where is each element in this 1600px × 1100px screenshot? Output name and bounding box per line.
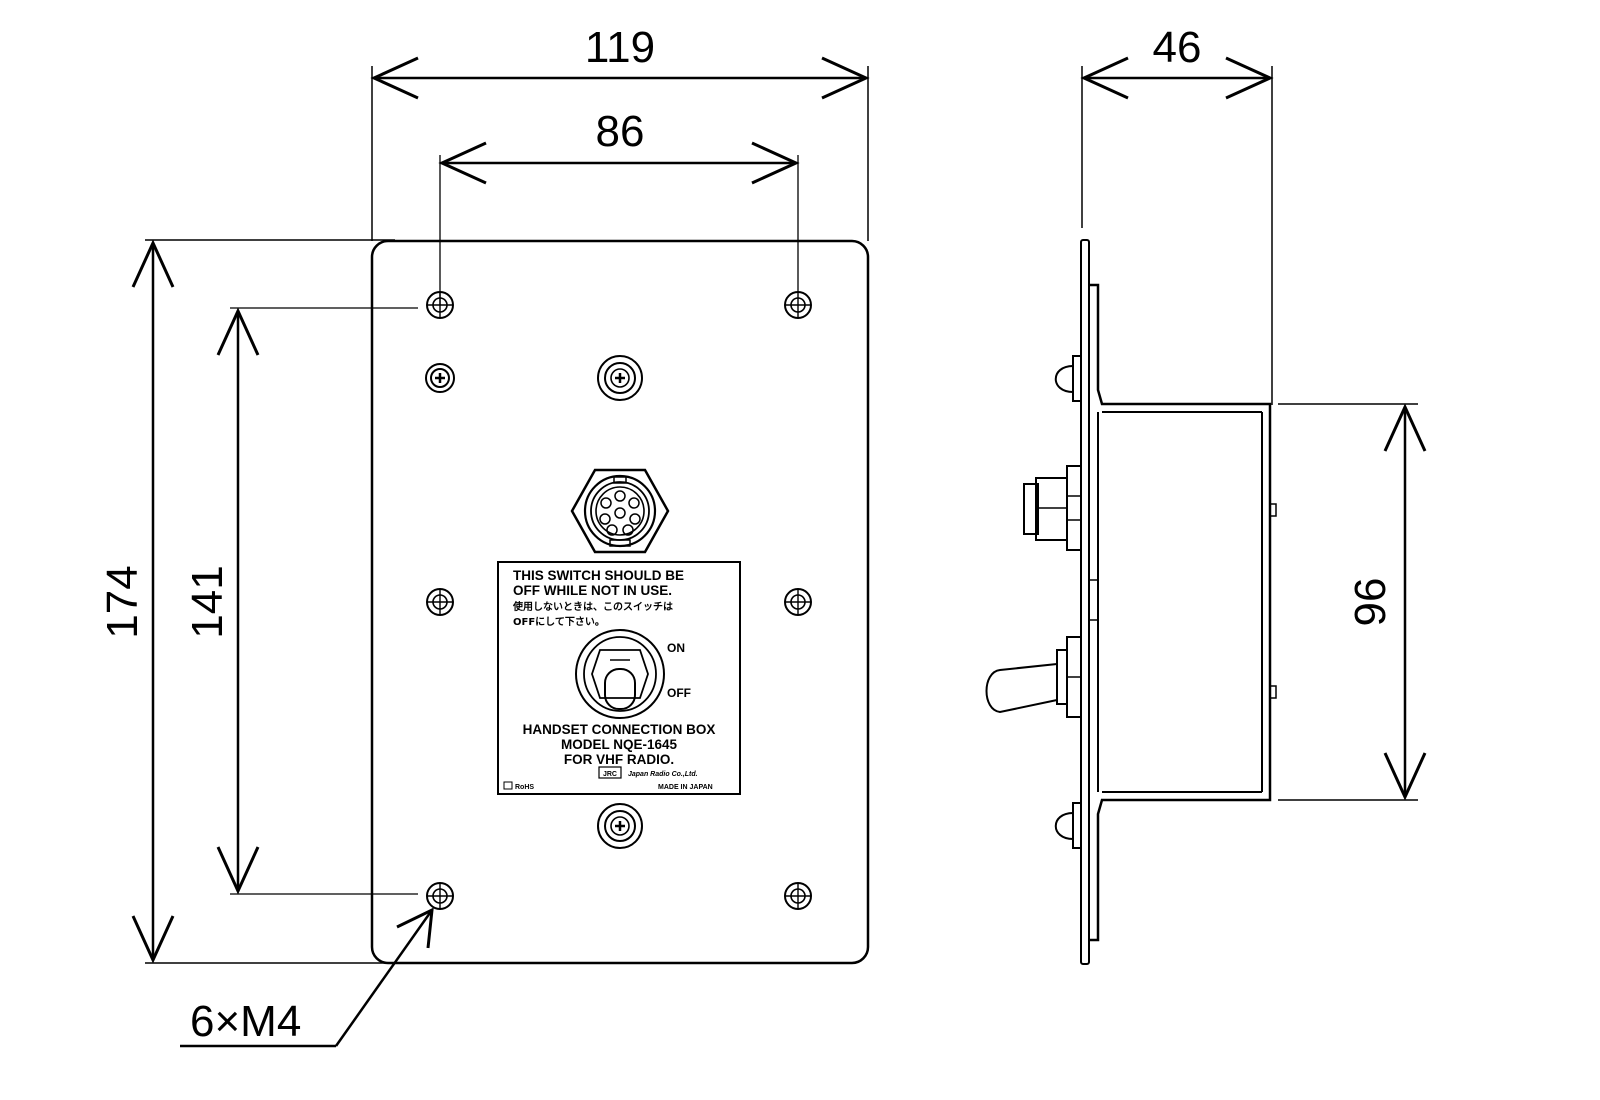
screw-icon — [596, 802, 644, 850]
maker-logo: JRC — [603, 771, 617, 778]
label-plate: THIS SWITCH SHOULD BE OFF WHILE NOT IN U… — [497, 561, 741, 795]
dimension-label: 46 — [1153, 23, 1202, 72]
mounting-hole — [784, 588, 812, 616]
dimension-overall-height: 174 — [98, 239, 175, 964]
front-view: 119 86 174 141 — [98, 23, 870, 1048]
rohs-mark: RoHS — [515, 784, 534, 791]
screw-icon — [424, 362, 456, 394]
mounting-hole — [426, 882, 454, 910]
maker-name: Japan Radio Co.,Ltd. — [628, 771, 698, 778]
dimension-hole-pitch-height: 141 — [183, 307, 260, 895]
dimension-body-height: 96 — [1346, 403, 1427, 801]
front-panel — [370, 239, 870, 965]
mounting-hole — [784, 291, 812, 319]
dimension-label: 119 — [585, 23, 655, 72]
dimension-label: 96 — [1346, 578, 1395, 627]
toggle-switch-icon — [575, 629, 665, 719]
switch-on-label: ON — [667, 641, 685, 655]
dimension-label: 174 — [98, 565, 147, 638]
dimension-label: 141 — [183, 565, 232, 638]
side-front-plate — [1080, 239, 1090, 965]
warning-jp-line1: 使用しないときは、このスイッチは — [512, 600, 673, 613]
mounting-hole — [784, 882, 812, 910]
dimension-label: 86 — [596, 107, 645, 156]
mounting-hole — [426, 588, 454, 616]
side-bracket — [1089, 283, 1272, 942]
switch-off-label: OFF — [667, 686, 691, 700]
holes-callout: 6×M4 — [180, 907, 434, 1048]
application-text: FOR VHF RADIO. — [564, 752, 674, 767]
dimension-hole-pitch-width: 86 — [438, 107, 800, 185]
warning-jp-line2: OFFにして下さい。 — [513, 616, 605, 628]
handset-connector — [570, 468, 670, 554]
screw-side-icon — [1054, 802, 1082, 849]
connector-side-icon — [1023, 465, 1082, 551]
warning-en-line2: OFF WHILE NOT IN USE. — [513, 583, 672, 598]
warning-en-line1: THIS SWITCH SHOULD BE — [513, 568, 684, 583]
holes-callout-label: 6×M4 — [190, 997, 301, 1046]
toggle-side-icon — [985, 636, 1082, 718]
mounting-hole — [426, 291, 454, 319]
dimension-overall-width: 119 — [370, 23, 870, 100]
dimension-depth: 46 — [1080, 23, 1274, 100]
screw-side-icon — [1054, 355, 1082, 402]
product-name: HANDSET CONNECTION BOX — [523, 722, 716, 737]
screw-icon — [596, 354, 644, 402]
model-number: MODEL NQE-1645 — [561, 737, 678, 752]
origin-text: MADE IN JAPAN — [658, 784, 713, 791]
side-view: 46 — [985, 23, 1427, 965]
